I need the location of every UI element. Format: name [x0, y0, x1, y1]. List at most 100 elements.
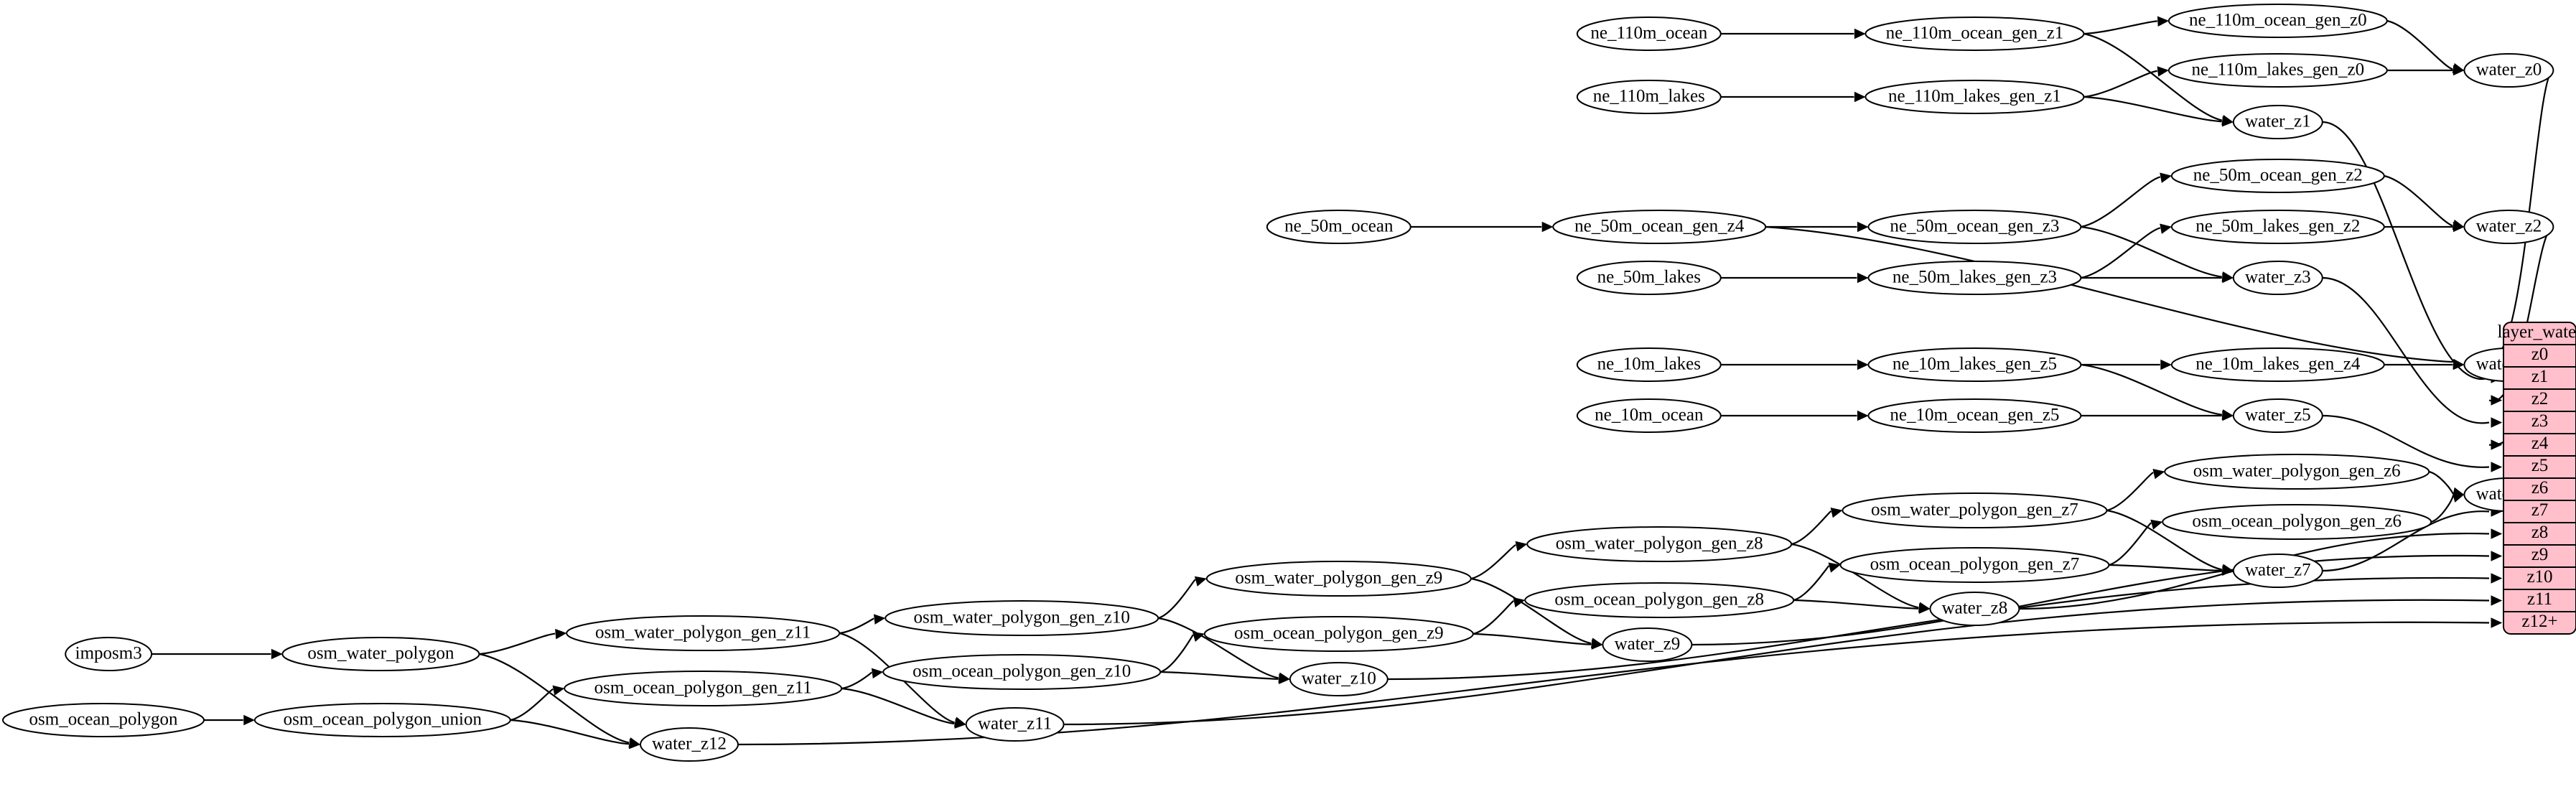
graph-node-osm_ocean_polygon_gen_z10[interactable]: osm_ocean_polygon_gen_z10 [882, 654, 1162, 690]
graph-node-water_z10[interactable]: water_z10 [1289, 662, 1389, 696]
graph-node-water_z3[interactable]: water_z3 [2232, 261, 2323, 295]
graph-node-water_z9[interactable]: water_z9 [1602, 627, 1693, 662]
graph-node-osm_ocean_polygon_gen_z7[interactable]: osm_ocean_polygon_gen_z7 [1839, 547, 2110, 583]
edge-osm_water_polygon-to-water_z12 [479, 653, 630, 744]
graph-node-water_z7[interactable]: water_z7 [2232, 554, 2323, 588]
graph-node-water_z11[interactable]: water_z11 [965, 707, 1065, 742]
graph-node-ne_50m_ocean_gen_z4[interactable]: ne_50m_ocean_gen_z4 [1552, 210, 1767, 244]
edge-water_z7-to-layer_water-z7 [2322, 510, 2490, 572]
graph-node-ne_10m_lakes_gen_z4[interactable]: ne_10m_lakes_gen_z4 [2170, 347, 2385, 382]
edge-osm_ocean_polygon_gen_z8-to-water_z8 [1793, 599, 1919, 610]
graph-node-ne_110m_lakes_gen_z0[interactable]: ne_110m_lakes_gen_z0 [2167, 53, 2388, 88]
graph-node-water_z8[interactable]: water_z8 [1929, 592, 2020, 626]
edge-arrowhead [871, 668, 884, 679]
edge-ne_110m_ocean_gen_z1-to-ne_110m_ocean_gen_z0 [2083, 20, 2157, 35]
node-ellipse-water_z1 [2232, 105, 2323, 139]
graph-node-osm_ocean_polygon_gen_z6[interactable]: osm_ocean_polygon_gen_z6 [2162, 504, 2432, 540]
graph-node-ne_50m_ocean_gen_z2[interactable]: ne_50m_ocean_gen_z2 [2170, 159, 2385, 193]
edge-water_z11-to-layer_water-z11 [1063, 599, 2490, 726]
node-ellipse-ne_10m_lakes_gen_z5 [1867, 347, 2082, 382]
edge-ne_110m_lakes_gen_z1-to-ne_110m_lakes_gen_z0 [2083, 70, 2157, 98]
graph-node-ne_10m_ocean_gen_z5[interactable]: ne_10m_ocean_gen_z5 [1867, 398, 2082, 433]
graph-node-osm_water_polygon_gen_z7[interactable]: osm_water_polygon_gen_z7 [1842, 492, 2108, 528]
graph-node-ne_50m_ocean[interactable]: ne_50m_ocean [1266, 210, 1411, 244]
graph-node-osm_ocean_polygon_gen_z8[interactable]: osm_ocean_polygon_gen_z8 [1524, 582, 1795, 618]
graph-node-osm_water_polygon_gen_z9[interactable]: osm_water_polygon_gen_z9 [1205, 561, 1472, 597]
edge-arrowhead [2222, 272, 2234, 284]
edge-arrowhead [2491, 595, 2503, 606]
graph-node-imposm3[interactable]: imposm3 [65, 637, 153, 671]
node-ellipse-ne_10m_ocean [1576, 398, 1722, 433]
node-ellipse-ne_50m_ocean_gen_z2 [2170, 159, 2385, 193]
graph-node-ne_50m_lakes_gen_z2[interactable]: ne_50m_lakes_gen_z2 [2170, 210, 2385, 244]
node-ellipse-osm_ocean_polygon_gen_z10 [882, 654, 1162, 690]
graph-node-osm_water_polygon_gen_z11[interactable]: osm_water_polygon_gen_z11 [566, 615, 841, 651]
node-ellipse-ne_110m_lakes_gen_z1 [1865, 80, 2085, 114]
edge-arrowhead [2160, 359, 2172, 370]
edge-arrowhead [2452, 492, 2465, 503]
edge-ne_50m_ocean_gen_z3-to-water_z3 [2081, 225, 2222, 278]
graph-node-water_z0[interactable]: water_z0 [2463, 53, 2554, 88]
graph-node-ne_50m_ocean_gen_z3[interactable]: ne_50m_ocean_gen_z3 [1867, 210, 2082, 244]
graph-node-ne_110m_ocean_gen_z1[interactable]: ne_110m_ocean_gen_z1 [1865, 17, 2085, 51]
node-ellipse-osm_ocean_polygon_gen_z6 [2162, 504, 2432, 540]
node-ellipse-water_z9 [1602, 627, 1693, 662]
edge-arrowhead [954, 718, 966, 729]
edge-osm_ocean_polygon_gen_z9-to-osm_ocean_polygon_gen_z8 [1473, 600, 1514, 635]
edge-osm_ocean_polygon_gen_z11-to-water_z11 [841, 687, 955, 725]
graph-node-ne_110m_ocean_gen_z0[interactable]: ne_110m_ocean_gen_z0 [2167, 4, 2388, 38]
graph-node-ne_10m_lakes[interactable]: ne_10m_lakes [1576, 347, 1722, 382]
graph-node-ne_50m_lakes_gen_z3[interactable]: ne_50m_lakes_gen_z3 [1867, 261, 2082, 295]
edge-ne_110m_lakes_gen_z1-to-water_z1 [2083, 95, 2222, 123]
edge-arrowhead [2453, 65, 2465, 76]
edge-osm_ocean_polygon_gen_z10-to-osm_ocean_polygon_gen_z9 [1159, 634, 1194, 673]
node-ellipse-ne_110m_lakes [1576, 80, 1722, 114]
edge-arrowhead [2152, 469, 2165, 480]
edge-arrowhead [873, 614, 886, 625]
graph-node-ne_110m_lakes[interactable]: ne_110m_lakes [1576, 80, 1722, 114]
graph-node-osm_water_polygon[interactable]: osm_water_polygon [281, 637, 480, 671]
node-ellipse-ne_10m_lakes [1576, 347, 1722, 382]
edge-osm_water_polygon_gen_z6-to-water_z6 [2428, 470, 2454, 495]
graph-node-osm_ocean_polygon_union[interactable]: osm_ocean_polygon_union [253, 703, 511, 737]
graph-node-osm_water_polygon_gen_z6[interactable]: osm_water_polygon_gen_z6 [2164, 454, 2430, 490]
graph-node-ne_110m_lakes_gen_z1[interactable]: ne_110m_lakes_gen_z1 [1865, 80, 2085, 114]
graph-node-water_z12[interactable]: water_z12 [640, 727, 739, 762]
graph-node-osm_ocean_polygon[interactable]: osm_ocean_polygon [2, 703, 205, 737]
graph-node-osm_water_polygon_gen_z8[interactable]: osm_water_polygon_gen_z8 [1526, 526, 1793, 562]
graph-node-water_z2[interactable]: water_z2 [2463, 210, 2554, 244]
edge-arrowhead [2160, 172, 2172, 183]
edge-osm_ocean_polygon_gen_z8-to-osm_ocean_polygon_gen_z7 [1793, 565, 1830, 602]
graph-node-osm_ocean_polygon_gen_z11[interactable]: osm_ocean_polygon_gen_z11 [564, 671, 843, 706]
node-ellipse-osm_ocean_polygon_union [253, 703, 511, 737]
edge-arrowhead [2491, 573, 2503, 584]
edge-arrowhead [552, 685, 565, 696]
node-ellipse-ne_110m_lakes_gen_z0 [2167, 53, 2388, 88]
edge-osm_ocean_polygon_gen_z7-to-osm_ocean_polygon_gen_z6 [2109, 522, 2152, 566]
edge-arrowhead [2150, 519, 2163, 530]
edge-osm_water_polygon_gen_z9-to-water_z9 [1470, 577, 1592, 645]
graph-node-water_z5[interactable]: water_z5 [2232, 398, 2323, 433]
node-ellipse-ne_50m_ocean_gen_z3 [1867, 210, 2082, 244]
node-ellipse-osm_water_polygon [281, 637, 480, 671]
graph-node-ne_50m_lakes[interactable]: ne_50m_lakes [1576, 261, 1722, 295]
node-layer: imposm3 osm_water_polygon osm_ocean_polygo… [2, 4, 2554, 762]
node-ellipse-ne_10m_lakes_gen_z4 [2170, 347, 2385, 382]
edge-arrowhead [2491, 617, 2503, 628]
edge-ne_110m_ocean_gen_z0-to-water_z0 [2386, 19, 2453, 70]
graph-node-osm_ocean_polygon_gen_z9[interactable]: osm_ocean_polygon_gen_z9 [1203, 616, 1474, 652]
graph-node-ne_10m_lakes_gen_z5[interactable]: ne_10m_lakes_gen_z5 [1867, 347, 2082, 382]
edge-osm_water_polygon_gen_z10-to-osm_water_polygon_gen_z9 [1157, 579, 1196, 620]
graph-node-water_z1[interactable]: water_z1 [2232, 105, 2323, 139]
edge-arrowhead [271, 648, 283, 660]
edge-arrowhead [2491, 417, 2503, 428]
edge-osm_water_polygon_gen_z11-to-osm_water_polygon_gen_z10 [839, 617, 874, 635]
edge-arrowhead [1515, 541, 1528, 552]
graph-node-osm_water_polygon_gen_z10[interactable]: osm_water_polygon_gen_z10 [885, 600, 1159, 636]
graph-node-ne_10m_ocean[interactable]: ne_10m_ocean [1576, 398, 1722, 433]
edge-arrowhead [2491, 439, 2503, 450]
graph-node-ne_110m_ocean[interactable]: ne_110m_ocean [1576, 17, 1722, 51]
edge-water_z1-to-layer_water-z1 [2322, 121, 2490, 381]
